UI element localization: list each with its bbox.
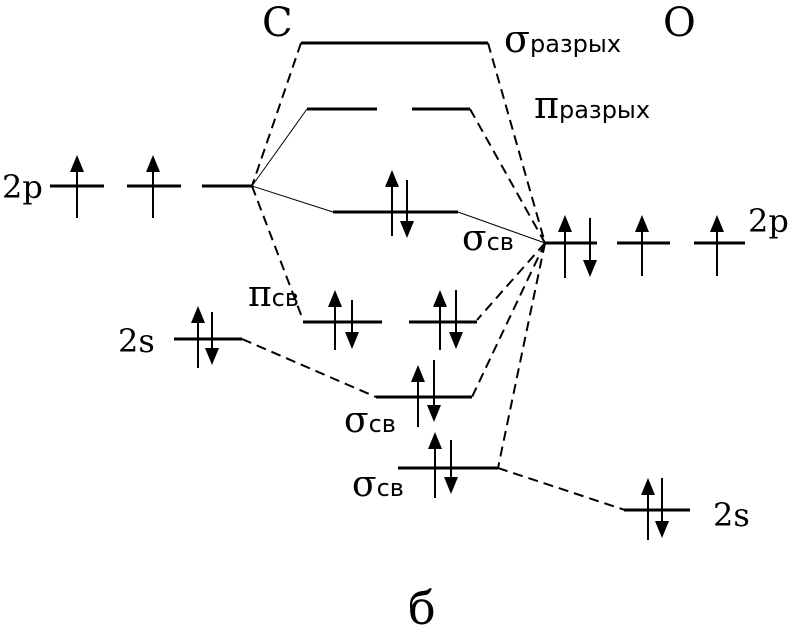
corr-o-sigma-antibonding (487, 42, 546, 244)
atom-label-carbon: C (262, 0, 293, 46)
electron-pair-sigma-2s (428, 432, 458, 498)
c-2p-label: 2p (2, 168, 43, 206)
o-2s-label: 2s (713, 496, 750, 534)
c-2s-label: 2s (118, 322, 155, 360)
electron-c2p-2 (146, 155, 160, 218)
electron-pair-pi-bonding-2 (433, 290, 463, 350)
sigma-bonding-2s-label: σсв (352, 464, 404, 505)
sigma-bonding-2s-star-label: σсв (344, 400, 396, 441)
electron-o2p-3 (710, 215, 724, 276)
electron-pair-pi-bonding-1 (328, 290, 359, 350)
corr-c-pi-antibonding (251, 108, 308, 187)
corr-o-pi-antibonding (469, 108, 546, 244)
pi-bonding-label: πсв (248, 274, 299, 315)
electron-c2p-1 (70, 155, 84, 218)
corr-o-sigma-2s (497, 242, 546, 469)
electron-pair-sigma-2p (385, 170, 414, 238)
corr-o-sigma-star (471, 242, 546, 398)
corr-c-pi-bonding (251, 185, 304, 321)
figure-caption: б (408, 581, 436, 632)
electron-o2p-2 (635, 215, 649, 276)
thin-correlation-lines (251, 108, 546, 244)
corr-c-sigma-antibonding (251, 42, 302, 187)
pi-antibonding-label: πразрых (534, 83, 650, 127)
corr-c-sigma-bonding (251, 185, 334, 213)
corr-o-pi-bonding (476, 242, 546, 321)
atom-label-oxygen: O (663, 0, 696, 46)
o-2p-label: 2p (748, 202, 789, 240)
electron-pair-o2s (641, 478, 669, 540)
corr-o2s-sigma-2s (497, 467, 626, 511)
electron-pair-sigma-2s-star (411, 360, 441, 427)
correlation-lines (241, 42, 626, 511)
sigma-antibonding-label: σразрых (504, 17, 621, 61)
corr-o-sigma-bonding (457, 211, 546, 244)
corr-c2s-sigma-star (241, 338, 377, 398)
electron-pair-c2s (191, 306, 219, 368)
sigma-bonding-2p-label: σсв (462, 218, 514, 259)
electron-pair-o2p-1 (558, 215, 597, 278)
